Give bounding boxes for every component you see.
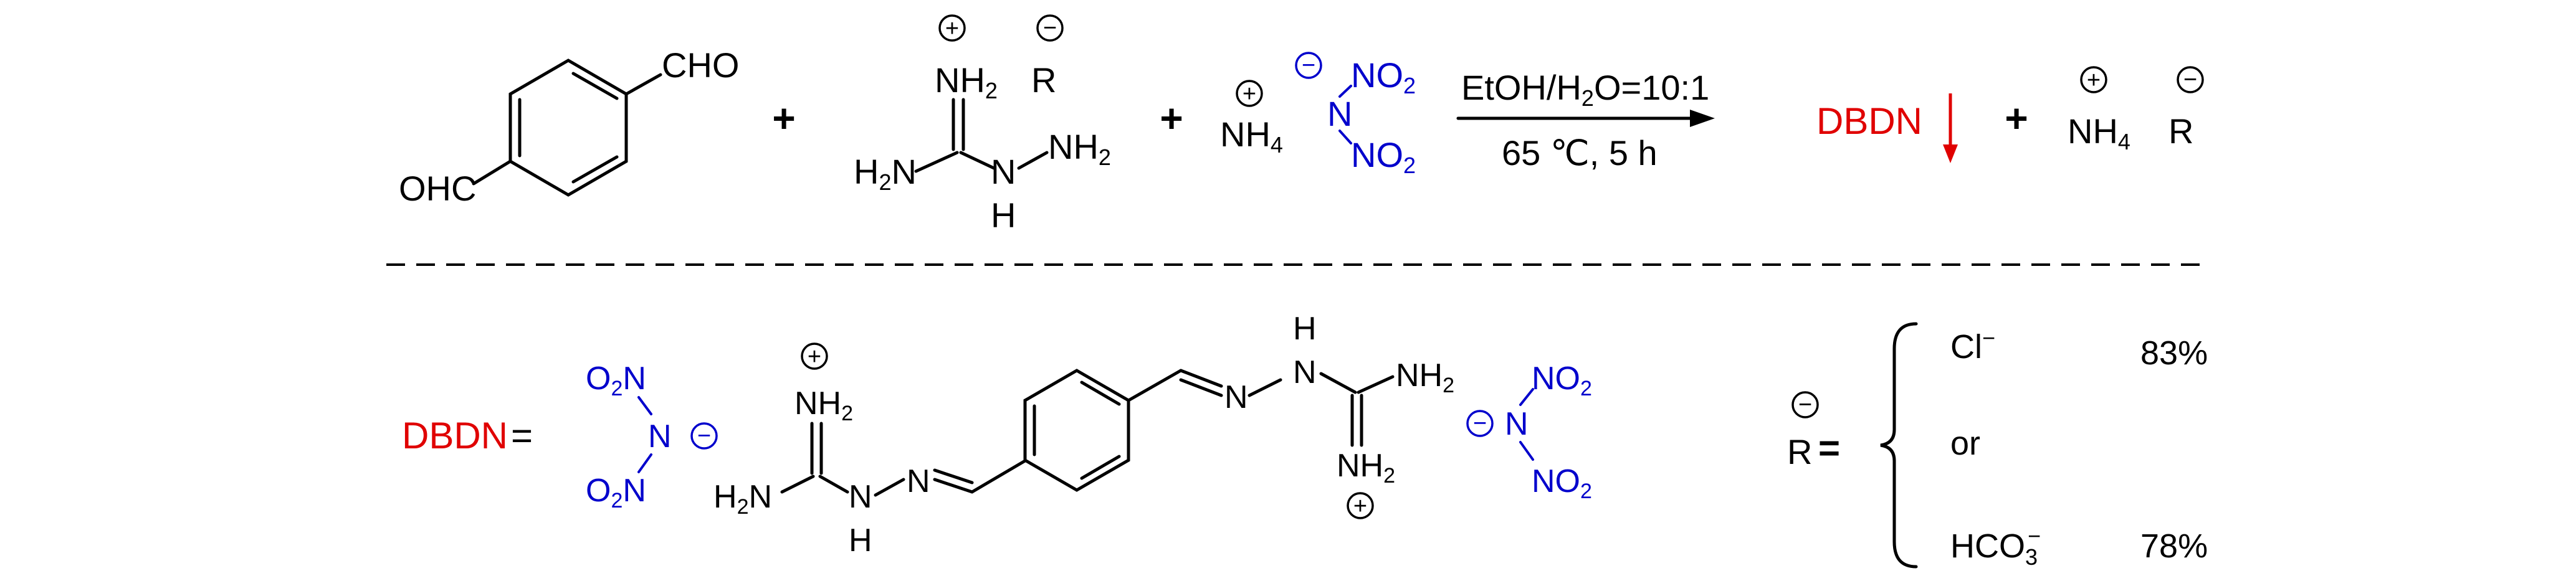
minus-charge: − [1043, 15, 1057, 41]
right-no2-top: NO2 [1532, 361, 1592, 400]
plus-sign-1: + [772, 96, 795, 141]
reaction-arrow: EtOH/H2O=10:1 65 ℃, 5 h [1456, 68, 1715, 172]
r-option-cl: Cl− [1950, 325, 1995, 366]
dbdn-equals: = [511, 415, 533, 456]
product-r-label: R [2168, 111, 2193, 151]
nh4-label: NH4 [1220, 115, 1283, 158]
right-no2-bot: NO2 [1532, 463, 1592, 503]
nh4-plus-charge: + [1243, 81, 1256, 107]
conditions-line2: 65 ℃, 5 h [1502, 133, 1658, 172]
r-def-equals: = [1818, 427, 1840, 469]
right-nh-N: N [1293, 354, 1317, 390]
left-nh-H: H [849, 522, 872, 559]
cho-label: CHO [662, 45, 739, 85]
left-o2n-top: O2N [586, 361, 646, 400]
terephthalaldehyde: CHO OHC [399, 45, 739, 208]
nh2-top-label: NH2 [935, 60, 998, 103]
right-nh2-bottom: NH2 [1337, 448, 1395, 488]
yield-cl: 83% [2140, 334, 2208, 372]
left-dinitramide-anion: O2N N O2N − [586, 361, 718, 513]
right-dinitramide-anion: − N NO2 NO2 [1466, 361, 1592, 503]
nh2-right-label: NH2 [1048, 127, 1111, 170]
left-anion-minus: − [697, 423, 711, 449]
left-anion-N: N [648, 418, 672, 455]
aminoguanidinium-salt: + − R NH2 H2N N H NH2 [854, 14, 1111, 235]
product-r-minus: − [2183, 67, 2197, 93]
left-h2n: H2N [713, 479, 772, 519]
plus-sign-2: + [1160, 96, 1183, 141]
left-cation-plus: + [808, 344, 821, 370]
right-nh-H: H [1293, 311, 1317, 347]
r-def-minus: − [1798, 392, 1812, 418]
right-anion-N: N [1505, 406, 1529, 442]
right-nh2: NH2 [1396, 357, 1454, 397]
left-guanidinium: + NH2 H2N N H N [713, 342, 1027, 559]
dbdn-product: DBDN [1816, 100, 1922, 142]
right-cation-plus: + [1353, 493, 1367, 519]
dinitramide-minus-charge: − [1302, 52, 1315, 78]
right-anion-minus: − [1473, 410, 1487, 437]
ohc-label: OHC [399, 169, 476, 208]
product-nh4-plus: + [2087, 67, 2101, 93]
nh-N-label: N [991, 152, 1016, 191]
no2-bottom-label: NO2 [1351, 135, 1416, 178]
dbdn-definition-label: DBDN [402, 415, 508, 456]
right-n-eq: N [1224, 379, 1248, 415]
product-nh4-label: NH4 [2068, 111, 2130, 154]
left-o2n-bot: O2N [586, 473, 646, 513]
dinitramide-N: N [1327, 94, 1352, 133]
left-n-eq: N [907, 463, 930, 499]
no2-top-label: NO2 [1351, 55, 1416, 98]
conditions-line1: EtOH/H2O=10:1 [1461, 68, 1709, 111]
r-option-or: or [1950, 425, 1980, 462]
left-nh2-top: NH2 [794, 385, 853, 425]
central-benzene [1023, 369, 1183, 492]
nh-H-label: H [991, 196, 1016, 235]
left-nh-N: N [849, 479, 872, 515]
products: DBDN + + NH4 − R [1816, 66, 2204, 163]
r-def-label: R [1787, 432, 1812, 471]
r-label: R [1031, 60, 1056, 100]
plus-sign-3: + [2005, 96, 2028, 141]
r-option-hco3: HCO3− [1950, 523, 2041, 570]
r-definition: − R = Cl− 83% or HCO3− 78% [1787, 322, 2208, 570]
plus-charge: + [945, 16, 959, 42]
ammonium-dinitramide: + NH4 − N NO2 NO2 [1220, 52, 1416, 178]
yield-hco3: 78% [2140, 527, 2208, 565]
h2n-left-label: H2N [854, 152, 917, 195]
right-guanidinium: N H N NH2 NH2 + [1179, 311, 1454, 519]
